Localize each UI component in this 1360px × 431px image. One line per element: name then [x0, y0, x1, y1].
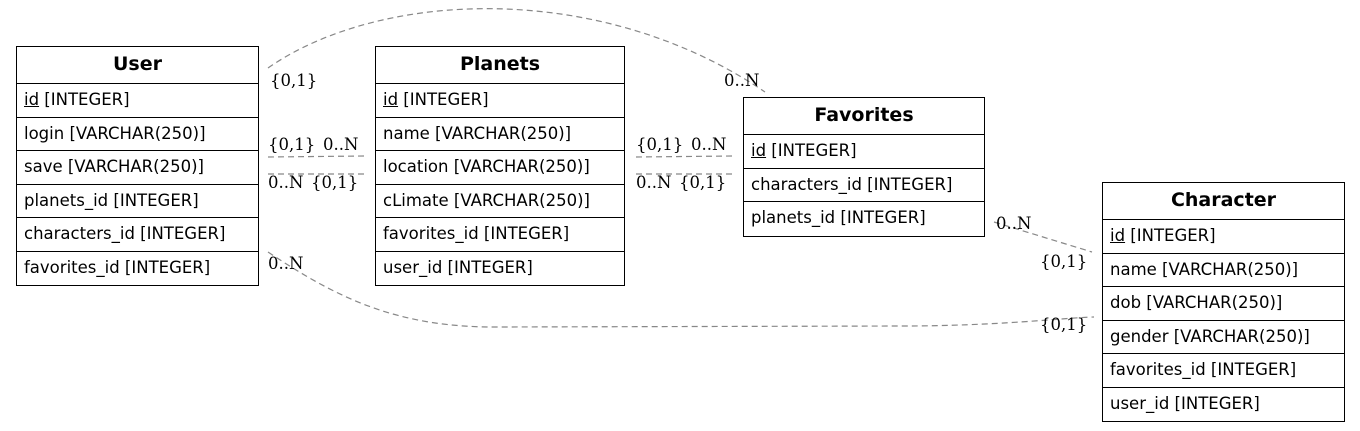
attribute-row: planets_id [INTEGER] [17, 185, 258, 218]
entity-title: Planets [376, 47, 624, 84]
attribute-row: id [INTEGER] [376, 84, 624, 118]
entity-user[interactable]: User id [INTEGER] login [VARCHAR(250)] s… [16, 46, 259, 286]
attribute-row: user_id [INTEGER] [1110, 393, 1260, 413]
card-label: {0,1} [679, 173, 726, 192]
attribute-row: id [INTEGER] [17, 84, 258, 118]
attribute-row: id [INTEGER] [1103, 220, 1344, 254]
card-label: 0..N [323, 135, 358, 154]
primary-key: id [24, 90, 40, 109]
card-label: 0..N [691, 135, 726, 154]
card-label: 0..N [724, 71, 759, 90]
attribute-row: cLimate [VARCHAR(250)] [376, 185, 624, 218]
attribute-row: characters_id [INTEGER] [17, 218, 258, 252]
attribute-row: location [VARCHAR(250)] [376, 151, 624, 185]
entity-title: Character [1103, 183, 1344, 220]
card-label: 0..N [268, 254, 303, 273]
attribute-row: login [VARCHAR(250)] [17, 118, 258, 151]
primary-key-type: [INTEGER] [1125, 226, 1216, 245]
entity-planets[interactable]: Planets id [INTEGER] name [VARCHAR(250)]… [375, 46, 625, 286]
attribute-row: favorites_id [INTEGER] [1103, 354, 1344, 388]
card-label: 0..N [996, 214, 1031, 233]
attribute-row: id [INTEGER] [744, 135, 984, 169]
card-label: {0,1} [311, 173, 358, 192]
card-label: 0..N [636, 173, 671, 192]
attribute-row: gender [VARCHAR(250)] [1103, 321, 1344, 354]
attribute-row: favorites_id [INTEGER] [24, 257, 211, 277]
card-label: 0..N [268, 173, 303, 192]
attribute-row: name [VARCHAR(250)] [1103, 254, 1344, 287]
attribute-row: characters_id [INTEGER] [744, 169, 984, 202]
edge-user-favorites [267, 8, 766, 93]
edge-character-user [267, 251, 1095, 328]
entity-favorites[interactable]: Favorites id [INTEGER] characters_id [IN… [743, 97, 985, 237]
attribute-row: dob [VARCHAR(250)] [1103, 287, 1344, 321]
entity-title: Favorites [744, 98, 984, 135]
card-label: {0,1} [1040, 315, 1087, 334]
card-label: {0,1} [270, 71, 317, 90]
attribute-row: user_id [INTEGER] [383, 257, 533, 277]
edge-planets-favorites [635, 155, 735, 158]
entity-title: User [17, 47, 258, 84]
edge-user-planets [267, 155, 367, 158]
primary-key-type: [INTEGER] [39, 90, 130, 109]
card-label: {0,1} [1040, 252, 1087, 271]
attribute-row: name [VARCHAR(250)] [376, 118, 624, 151]
primary-key: id [1110, 226, 1126, 245]
primary-key-type: [INTEGER] [766, 141, 857, 160]
primary-key: id [751, 141, 767, 160]
primary-key-type: [INTEGER] [398, 90, 489, 109]
card-label: {0,1} [636, 135, 683, 154]
edge-character-favorites [993, 221, 1093, 253]
attribute-row: favorites_id [INTEGER] [376, 218, 624, 252]
card-label: {0,1} [268, 135, 315, 154]
entity-character[interactable]: Character id [INTEGER] name [VARCHAR(250… [1102, 182, 1345, 422]
attribute-row: save [VARCHAR(250)] [17, 151, 258, 185]
primary-key: id [383, 90, 399, 109]
attribute-row: planets_id [INTEGER] [751, 208, 926, 227]
